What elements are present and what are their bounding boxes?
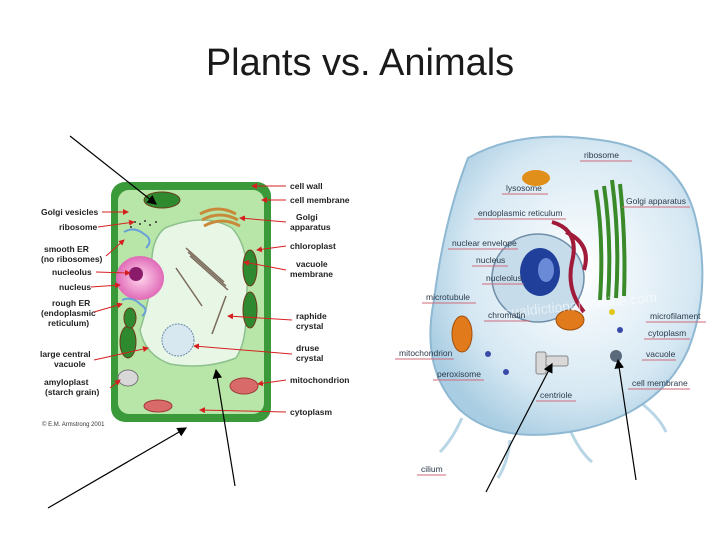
plant-right-labels: cell wall cell membrane Golgi apparatus … — [290, 181, 350, 417]
animal-er — [551, 220, 588, 314]
label-nucleus: nucleus — [59, 282, 91, 292]
label-druse-crystal: crystal — [296, 353, 323, 363]
animal-label-microfilament: microfilament — [650, 311, 701, 321]
label-nucleolus: nucleolus — [52, 267, 92, 277]
label-raphide: raphide — [296, 311, 327, 321]
label-ribosome: ribosome — [59, 222, 98, 232]
plant-ribosomes — [130, 220, 157, 228]
animal-label-rules — [395, 160, 706, 476]
animal-label-er: endoplasmic reticulum — [478, 208, 563, 218]
plant-right-pointers — [193, 183, 293, 414]
animal-golgi — [594, 179, 627, 301]
animal-label-microtubule: microtubule — [426, 292, 470, 302]
animal-vacuole — [610, 350, 622, 362]
label-golgi-vesicles: Golgi vesicles — [41, 207, 98, 217]
label-rough-er: rough ER — [52, 298, 90, 308]
label-raphide-crystal: crystal — [296, 321, 323, 331]
animal-label-nucleolus: nucleolus — [486, 273, 522, 283]
plant-mitochondria — [143, 377, 259, 413]
animal-vesicles — [485, 309, 623, 375]
label-rough-er-note2: reticulum) — [48, 318, 89, 328]
animal-mitochondria — [451, 309, 585, 353]
arrow-to-vacuole — [212, 368, 236, 487]
animal-label-centriole: centriole — [540, 390, 572, 400]
label-starch-grain: (starch grain) — [45, 387, 99, 397]
animal-label-golgi: Golgi apparatus — [626, 196, 686, 206]
animal-label-vacuole: vacuole — [646, 349, 676, 359]
label-cell-wall: cell wall — [290, 181, 323, 191]
arrow-to-centriole — [485, 362, 553, 493]
animal-label-chromatin: chromatin — [488, 310, 526, 320]
animal-label-cilium: cilium — [421, 464, 443, 474]
label-vacuole-r: vacuole — [296, 259, 328, 269]
label-vacuole-membrane: membrane — [290, 269, 333, 279]
plant-left-pointers — [90, 209, 149, 389]
label-chloroplast: chloroplast — [290, 241, 336, 251]
label-golgi: Golgi — [296, 212, 318, 222]
arrow-to-animal-vacuole — [614, 358, 637, 481]
plant-cell: Golgi vesicles ribosome smooth ER (no ri… — [40, 181, 350, 428]
plant-druse-crystal — [161, 323, 195, 357]
animal-lysosome — [522, 170, 550, 186]
label-amyloplast: amyloplast — [44, 377, 89, 387]
plant-credit: © E.M. Armstrong 2001 — [42, 421, 105, 428]
annotation-arrows — [47, 135, 637, 509]
plant-er — [121, 228, 151, 317]
animal-labels: ribosome lysosome Golgi apparatus endopl… — [399, 150, 701, 474]
plant-left-labels: Golgi vesicles ribosome smooth ER (no ri… — [40, 207, 103, 397]
animal-label-ribosome: ribosome — [584, 150, 619, 160]
label-golgi-apparatus: apparatus — [290, 222, 331, 232]
animal-label-peroxisome: peroxisome — [437, 369, 481, 379]
animal-label-nucleus: nucleus — [476, 255, 505, 265]
plant-raphide-crystal — [175, 247, 229, 335]
arrow-to-cell-wall — [47, 427, 188, 509]
animal-label-cytoplasm: cytoplasm — [648, 328, 686, 338]
label-druse: druse — [296, 343, 319, 353]
animal-label-mitochondrion: mitochondrion — [399, 348, 453, 358]
slide-title: Plants vs. Animals — [205, 42, 515, 84]
label-smooth-er: smooth ER — [44, 244, 89, 254]
arrow-to-chloroplast — [69, 135, 157, 205]
animal-label-nuclear-envelope: nuclear envelope — [452, 238, 517, 248]
animal-cell: visualdictionaryonline.com ribosome lyso… — [395, 135, 706, 479]
plant-amyloplast — [117, 369, 139, 387]
plant-nucleolus — [129, 267, 143, 281]
label-vacuole: vacuole — [54, 359, 86, 369]
animal-label-lysosome: lysosome — [506, 183, 542, 193]
label-cell-membrane: cell membrane — [290, 195, 350, 205]
label-smooth-er-note: (no ribosomes) — [41, 254, 103, 264]
label-mitochondrion: mitochondrion — [290, 375, 350, 385]
label-rough-er-note: (endoplasmic — [41, 308, 96, 318]
plant-golgi — [199, 207, 241, 228]
animal-label-cell-membrane: cell membrane — [632, 378, 688, 388]
label-large-central-vacuole: large central — [40, 349, 91, 359]
label-cytoplasm: cytoplasm — [290, 407, 332, 417]
